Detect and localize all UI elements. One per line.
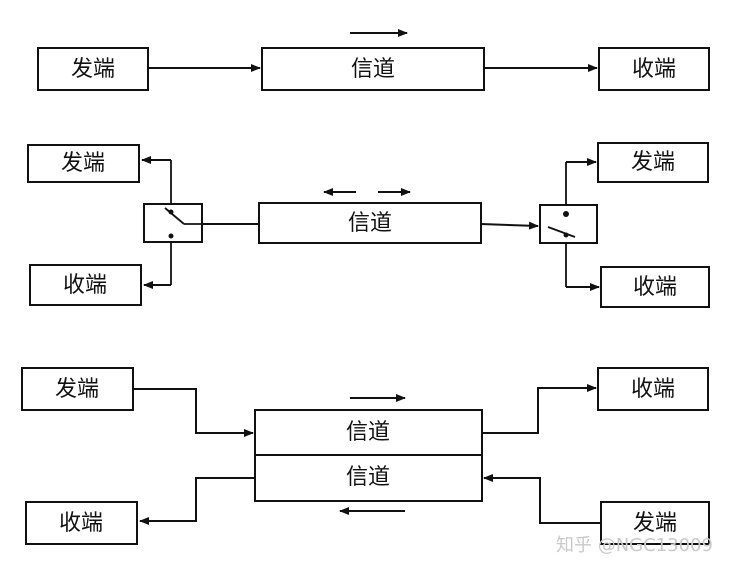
half-duplex-section: 发端 收端 信道 发端 收端 [27, 142, 710, 308]
half-left-sender-box [27, 144, 140, 183]
full-channel-lower-box [254, 454, 483, 502]
half-right-receiver-label: 收端 [633, 275, 677, 300]
full-left-receive-path [139, 477, 255, 525]
full-right-send-path [483, 474, 601, 524]
half-channel-box [258, 202, 482, 244]
half-right-link [480, 221, 539, 230]
half-right-receiver-box [600, 266, 710, 308]
simplex-receiver-label: 收端 [632, 57, 676, 82]
full-right-sender-label: 发端 [633, 511, 677, 536]
half-right-switch-contact-bottom [563, 232, 569, 238]
full-left-receiver-box [25, 501, 138, 545]
half-right-switch-lever [547, 226, 576, 238]
full-channel-upper-label: 信道 [346, 420, 390, 445]
watermark-text: 知乎 @NGC13009 [556, 535, 713, 556]
simplex-receiver-box [598, 47, 710, 91]
half-left-switch-contact-bottom [168, 233, 174, 239]
half-channel-label: 信道 [348, 211, 392, 236]
half-left-sender-label: 发端 [61, 151, 105, 176]
full-left-send-path [133, 388, 254, 437]
full-duplex-section: 发端 收端 信道 信道 收端 发端 [21, 367, 710, 545]
half-left-receiver-label: 收端 [63, 273, 107, 298]
full-right-receiver-label: 收端 [631, 377, 675, 402]
simplex-channel-label: 信道 [351, 57, 395, 82]
half-right-sender-label: 发端 [631, 150, 675, 175]
simplex-sender-label: 发端 [71, 57, 115, 82]
half-left-switch-contact-top [168, 209, 174, 215]
full-left-sender-label: 发端 [55, 377, 99, 402]
simplex-section: 发端 信道 收端 [37, 29, 710, 91]
full-channel-lower-label: 信道 [346, 465, 390, 490]
full-left-sender-box [21, 367, 134, 411]
simplex-sender-box [37, 47, 149, 91]
full-right-receiver-box [597, 367, 709, 411]
simplex-channel-box [261, 47, 485, 91]
half-left-switch-lever [164, 207, 185, 225]
half-right-switch-box [539, 204, 598, 244]
half-right-sender-box [597, 142, 709, 183]
full-left-receiver-label: 收端 [59, 511, 103, 536]
full-right-sender-box [600, 501, 710, 545]
full-right-receive-path [482, 384, 597, 434]
half-right-switch-contact-top [563, 211, 569, 217]
half-left-receiver-box [29, 264, 142, 306]
